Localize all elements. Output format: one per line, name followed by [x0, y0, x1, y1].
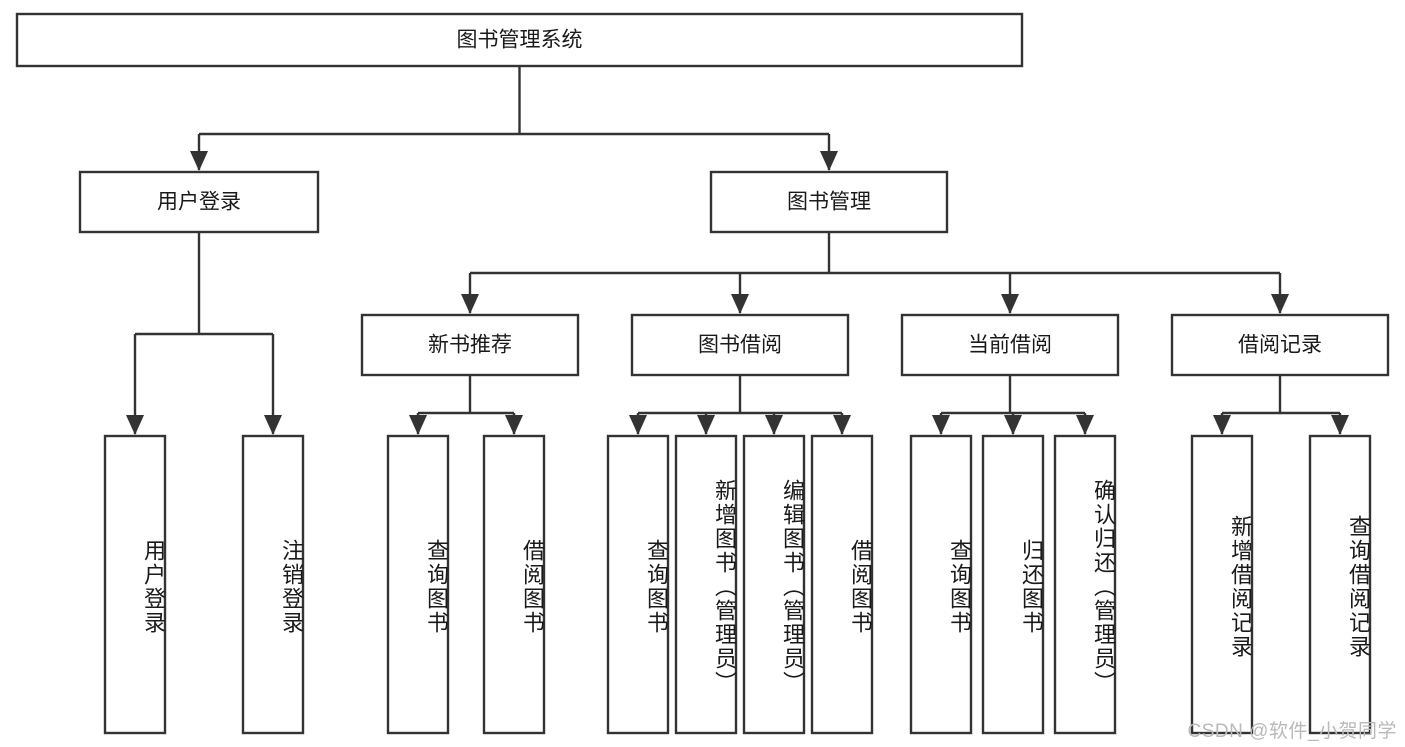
arrow-head-icon [126, 415, 144, 435]
node-level3-label-2: 当前借阅 [968, 334, 1052, 357]
node-level3-0[interactable] [360, 313, 580, 377]
arrow-head-icon [505, 415, 523, 435]
arrow-head-icon [1331, 415, 1349, 435]
arrow-head-icon [765, 415, 783, 435]
arrow-head-icon [190, 151, 208, 171]
node-level3-3[interactable] [1170, 313, 1390, 377]
node-leaf-11[interactable] [1190, 434, 1254, 735]
arrow-head-icon [1213, 415, 1231, 435]
arrow-head-icon [264, 415, 282, 435]
node-leaf-10[interactable] [1053, 434, 1117, 735]
arrow-head-icon [833, 415, 851, 435]
node-leaf-2[interactable] [386, 434, 450, 735]
node-leaf-12[interactable] [1308, 434, 1372, 735]
node-leaf-3[interactable] [482, 434, 546, 735]
node-boxes [15, 12, 1390, 735]
arrow-head-icon [629, 415, 647, 435]
node-leaf-7[interactable] [810, 434, 874, 735]
node-level2-label-1: 图书管理 [787, 191, 871, 214]
node-leaf-0[interactable] [103, 434, 167, 735]
node-leaf-4[interactable] [606, 434, 670, 735]
node-leaf-6[interactable] [742, 434, 806, 735]
node-level2-0[interactable] [78, 170, 320, 234]
node-level3-label-0: 新书推荐 [428, 334, 512, 357]
arrow-head-icon [820, 151, 838, 171]
node-level3-2[interactable] [900, 313, 1120, 377]
arrow-head-icon [932, 415, 950, 435]
node-level2-label-0: 用户登录 [157, 191, 241, 214]
arrow-head-icon [1004, 415, 1022, 435]
node-leaf-1[interactable] [241, 434, 305, 735]
arrow-head-icon [1001, 294, 1019, 314]
arrow-head-icon [731, 294, 749, 314]
arrow-head-icon [1076, 415, 1094, 435]
node-leaf-8[interactable] [909, 434, 973, 735]
connector-lines [126, 66, 1349, 435]
arrow-head-icon [409, 415, 427, 435]
node-level2-1[interactable] [709, 170, 949, 234]
node-leaf-5[interactable] [674, 434, 738, 735]
node-root[interactable] [15, 12, 1024, 68]
node-level3-label-3: 借阅记录 [1238, 334, 1322, 357]
node-level3-label-1: 图书借阅 [698, 334, 782, 357]
arrow-head-icon [461, 294, 479, 314]
node-leaf-9[interactable] [981, 434, 1045, 735]
arrow-head-icon [697, 415, 715, 435]
node-root-label: 图书管理系统 [457, 29, 583, 52]
watermark-text: CSDN @软件_小贺同学 [1187, 721, 1397, 742]
arrow-head-icon [1271, 294, 1289, 314]
node-level3-1[interactable] [630, 313, 850, 377]
